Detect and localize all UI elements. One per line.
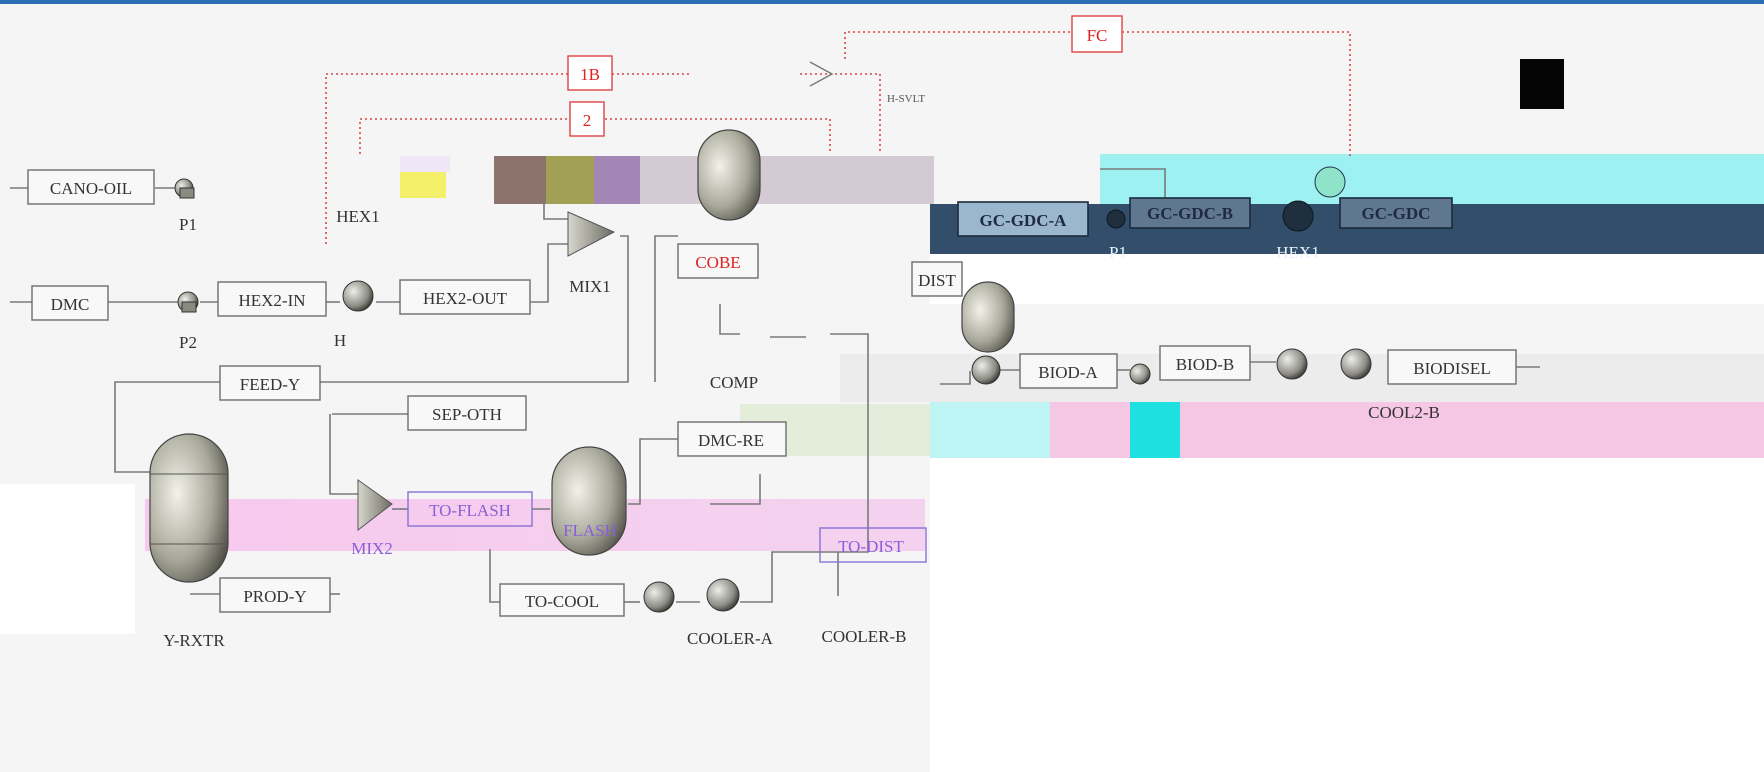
cooler-a-icon — [644, 582, 674, 612]
p1-pump-icon — [175, 179, 194, 198]
block-cooler-b: COOLER-B — [822, 627, 907, 646]
stream-biod-b: BIOD-B — [1176, 355, 1235, 374]
stream-cano-oil: CANO-OIL — [50, 179, 132, 198]
mosaic-block-3 — [594, 156, 640, 204]
hex1-right-icon — [1283, 201, 1313, 231]
black-square — [1520, 59, 1564, 109]
block-flash: FLASH — [563, 521, 617, 540]
control-1b: 1B — [580, 65, 600, 84]
stream-to-flash: TO-FLASH — [429, 501, 511, 520]
control-fc: FC — [1087, 26, 1108, 45]
p1-right-icon — [1107, 210, 1125, 228]
block-hex1-right: HEX1 — [1276, 243, 1319, 262]
dist-column-bottom — [962, 282, 1014, 352]
mosaic-block-1 — [494, 156, 546, 204]
block-h: H — [334, 331, 346, 350]
block-p1-right: P1 — [1109, 243, 1127, 262]
stream-to-cool: TO-COOL — [525, 592, 599, 611]
stream-hex2-out: HEX2-OUT — [423, 289, 508, 308]
block-cooler-a: COOLER-A — [687, 629, 774, 648]
mosaic-block-2 — [546, 156, 594, 204]
y-rxtr-vessel — [150, 434, 228, 582]
block-p2: P2 — [179, 333, 197, 352]
dist-column-top — [698, 130, 760, 220]
block-mix2: MIX2 — [351, 539, 393, 558]
block-p1: P1 — [179, 215, 197, 234]
stream-feed-y: FEED-Y — [240, 375, 300, 394]
stream-dmc-re: DMC-RE — [698, 431, 764, 450]
heater-top-right-icon — [1315, 167, 1345, 197]
flowsheet-svg: CANO-OIL DMC HEX2-IN HEX2-OUT FEED-Y SEP… — [0, 4, 1764, 772]
pump-right-icon — [1130, 364, 1150, 384]
stream-gc-gdc: GC-GDC — [1362, 204, 1431, 223]
block-cool2-b: COOL2-B — [1368, 403, 1440, 422]
hex2-exchanger-icon — [343, 281, 373, 311]
stream-to-dist: TO-DIST — [838, 537, 904, 556]
block-hex1: HEX1 — [336, 207, 379, 226]
mix1-shape — [568, 212, 614, 256]
pink-band — [930, 402, 1764, 458]
block-y-rxtr: Y-RXTR — [163, 631, 225, 650]
cooler-right-icon — [972, 356, 1000, 384]
cool2-b-icon — [1341, 349, 1371, 379]
stream-gc-gdc-a: GC-GDC-A — [980, 211, 1068, 230]
lilac-patch — [400, 156, 450, 172]
stream-biodisel: BIODISEL — [1413, 359, 1490, 378]
control-h-svlt: H-SVLT — [887, 93, 925, 105]
cooler-b-icon — [707, 579, 739, 611]
yellow-patch — [400, 172, 446, 198]
stream-sep-oth: SEP-OTH — [432, 405, 502, 424]
blank-region-bottom-right — [930, 456, 1764, 772]
block-comp: COMP — [710, 373, 758, 392]
stream-cobe: COBE — [695, 253, 740, 272]
process-flowsheet: CANO-OIL DMC HEX2-IN HEX2-OUT FEED-Y SEP… — [0, 4, 1764, 772]
p2-pump-icon — [178, 292, 198, 312]
stream-gc-gdc-b: GC-GDC-B — [1147, 204, 1233, 223]
pink-strip — [145, 499, 925, 551]
block-mix1: MIX1 — [569, 277, 611, 296]
stream-biod-a: BIOD-A — [1038, 363, 1098, 382]
cyan-square — [1130, 402, 1180, 458]
cool2-a-icon — [1277, 349, 1307, 379]
cyan-patch — [930, 402, 1050, 458]
stream-prod-y: PROD-Y — [243, 587, 306, 606]
control-2: 2 — [583, 111, 592, 130]
stream-dist: DIST — [918, 271, 956, 290]
blank-region-left — [0, 484, 135, 634]
stream-hex2-in: HEX2-IN — [238, 291, 305, 310]
stream-dmc: DMC — [51, 295, 90, 314]
white-band — [930, 254, 1764, 304]
